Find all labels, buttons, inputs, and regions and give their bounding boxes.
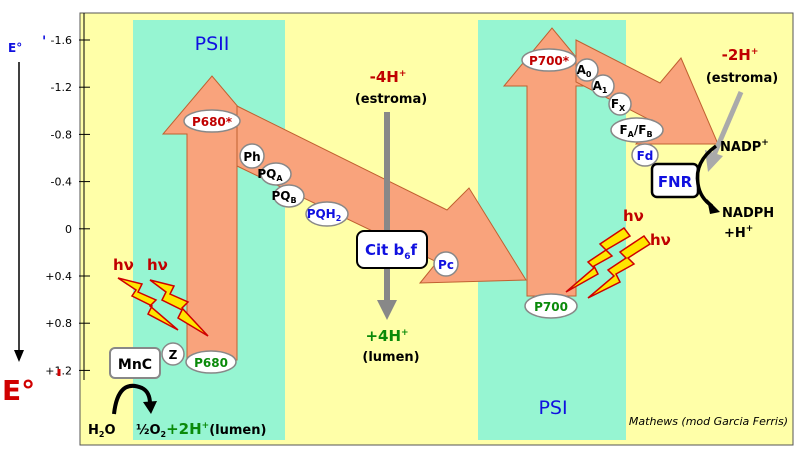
axis-tick-label: 0 [65, 223, 72, 236]
nadp-reduction-arrow [695, 144, 718, 208]
axis-tick-label: -1.2 [51, 81, 72, 94]
pc-label: Pc [438, 258, 454, 272]
water-label: H2O [88, 423, 116, 439]
z-label: Z [169, 348, 178, 362]
mnc-box [109, 347, 161, 379]
fx-node [608, 92, 632, 116]
cit-lumen-label: (lumen) [362, 350, 419, 365]
psi-lightning-icon-1 [565, 226, 632, 293]
a0-label: A0 [577, 63, 592, 79]
fafb-label: FA/FB [619, 123, 652, 139]
mnc-label: MnC [118, 357, 152, 373]
fnr-proton-arrowhead [705, 150, 723, 172]
axis-header-mark: ' [42, 34, 46, 50]
fnr-stroma-protons: -2H+ [722, 46, 759, 64]
nadph-label: NADPH [722, 206, 774, 221]
pc-node [433, 251, 459, 277]
p680-star-node [183, 109, 241, 133]
psi-hv-label-1: hν [623, 207, 644, 225]
psi-lightning-icon-2 [587, 234, 652, 299]
pqb-node [273, 184, 305, 208]
p700-node [524, 293, 578, 319]
fafb-node [610, 117, 664, 143]
oxygen-products-label: ½O2+2H+(lumen) [136, 420, 266, 439]
axis-tick-label: -0.8 [51, 128, 72, 141]
fd-label: Fd [637, 149, 654, 163]
axis-big-mark: ' [55, 365, 63, 395]
fnr-label: FNR [658, 173, 693, 191]
p700-label: P700 [534, 300, 568, 314]
ph-label: Ph [243, 150, 260, 164]
axis-down-arrowhead [14, 350, 24, 362]
fnr-proton-arrow [711, 91, 744, 156]
cit-lumen-protons: +4H+ [365, 327, 408, 345]
p680-node [185, 350, 237, 374]
cit-stroma-protons: -4H+ [370, 68, 407, 86]
psii-label: PSII [195, 33, 230, 55]
fx-label: FX [611, 97, 626, 113]
cytochrome-b6f-box [356, 230, 428, 269]
psi-to-fnr-electron-arrow [575, 39, 719, 145]
credit-label: Mathews (mod Garcia Ferris) [629, 415, 788, 428]
axis-tick-label: -0.4 [51, 176, 72, 189]
cit-stroma-label: (estroma) [355, 92, 427, 107]
psii-hv-label-2: hν [147, 256, 168, 274]
a1-node [591, 74, 615, 98]
axis-tick-label: -1.6 [51, 34, 72, 47]
a0-node [575, 58, 599, 82]
psii-hv-label-1: hν [113, 256, 134, 274]
pqh2-node [305, 201, 349, 227]
nadp-label: NADP+ [720, 138, 769, 155]
cytochrome-b6f-label: Cit b6f [365, 241, 418, 262]
psi-label: PSI [538, 397, 567, 419]
nadph-proton-label: +H+ [724, 224, 753, 241]
ph-node [239, 143, 265, 169]
psii-lightning-icon-1 [117, 277, 179, 331]
p680-star-label: P680* [192, 115, 233, 129]
axis-tick-label: +0.4 [45, 270, 72, 283]
p700-star-label: P700* [529, 54, 570, 68]
potential-axis: -1.6 -1.2 -0.8 -0.4 0 +0.4 +0.8 +1.2 [45, 13, 90, 380]
axis-tick-label: +0.8 [45, 317, 72, 330]
p700-star-node [521, 48, 577, 72]
axis-header-symbol: E° [8, 41, 22, 55]
fnr-stroma-label: (estroma) [706, 71, 778, 86]
cit-proton-arrowhead [377, 300, 397, 320]
nadp-reduction-arrowhead [707, 199, 720, 214]
pqa-label: PQA [257, 167, 283, 183]
axis-tick-label: +1.2 [45, 364, 72, 377]
water-splitting-arrow [112, 383, 152, 415]
a1-label: A1 [593, 79, 608, 95]
psi-hv-label-2: hν [650, 231, 671, 249]
water-splitting-arrowhead [143, 401, 157, 414]
pqh2-label: PQH2 [307, 207, 342, 223]
psii-lightning-icon-2 [149, 279, 209, 337]
axis-big-symbol: E° [2, 374, 35, 407]
pqa-node [260, 162, 292, 186]
fd-node [631, 143, 659, 167]
z-node [161, 342, 185, 366]
pqb-label: PQB [271, 189, 296, 205]
p680-label: P680 [194, 356, 228, 370]
